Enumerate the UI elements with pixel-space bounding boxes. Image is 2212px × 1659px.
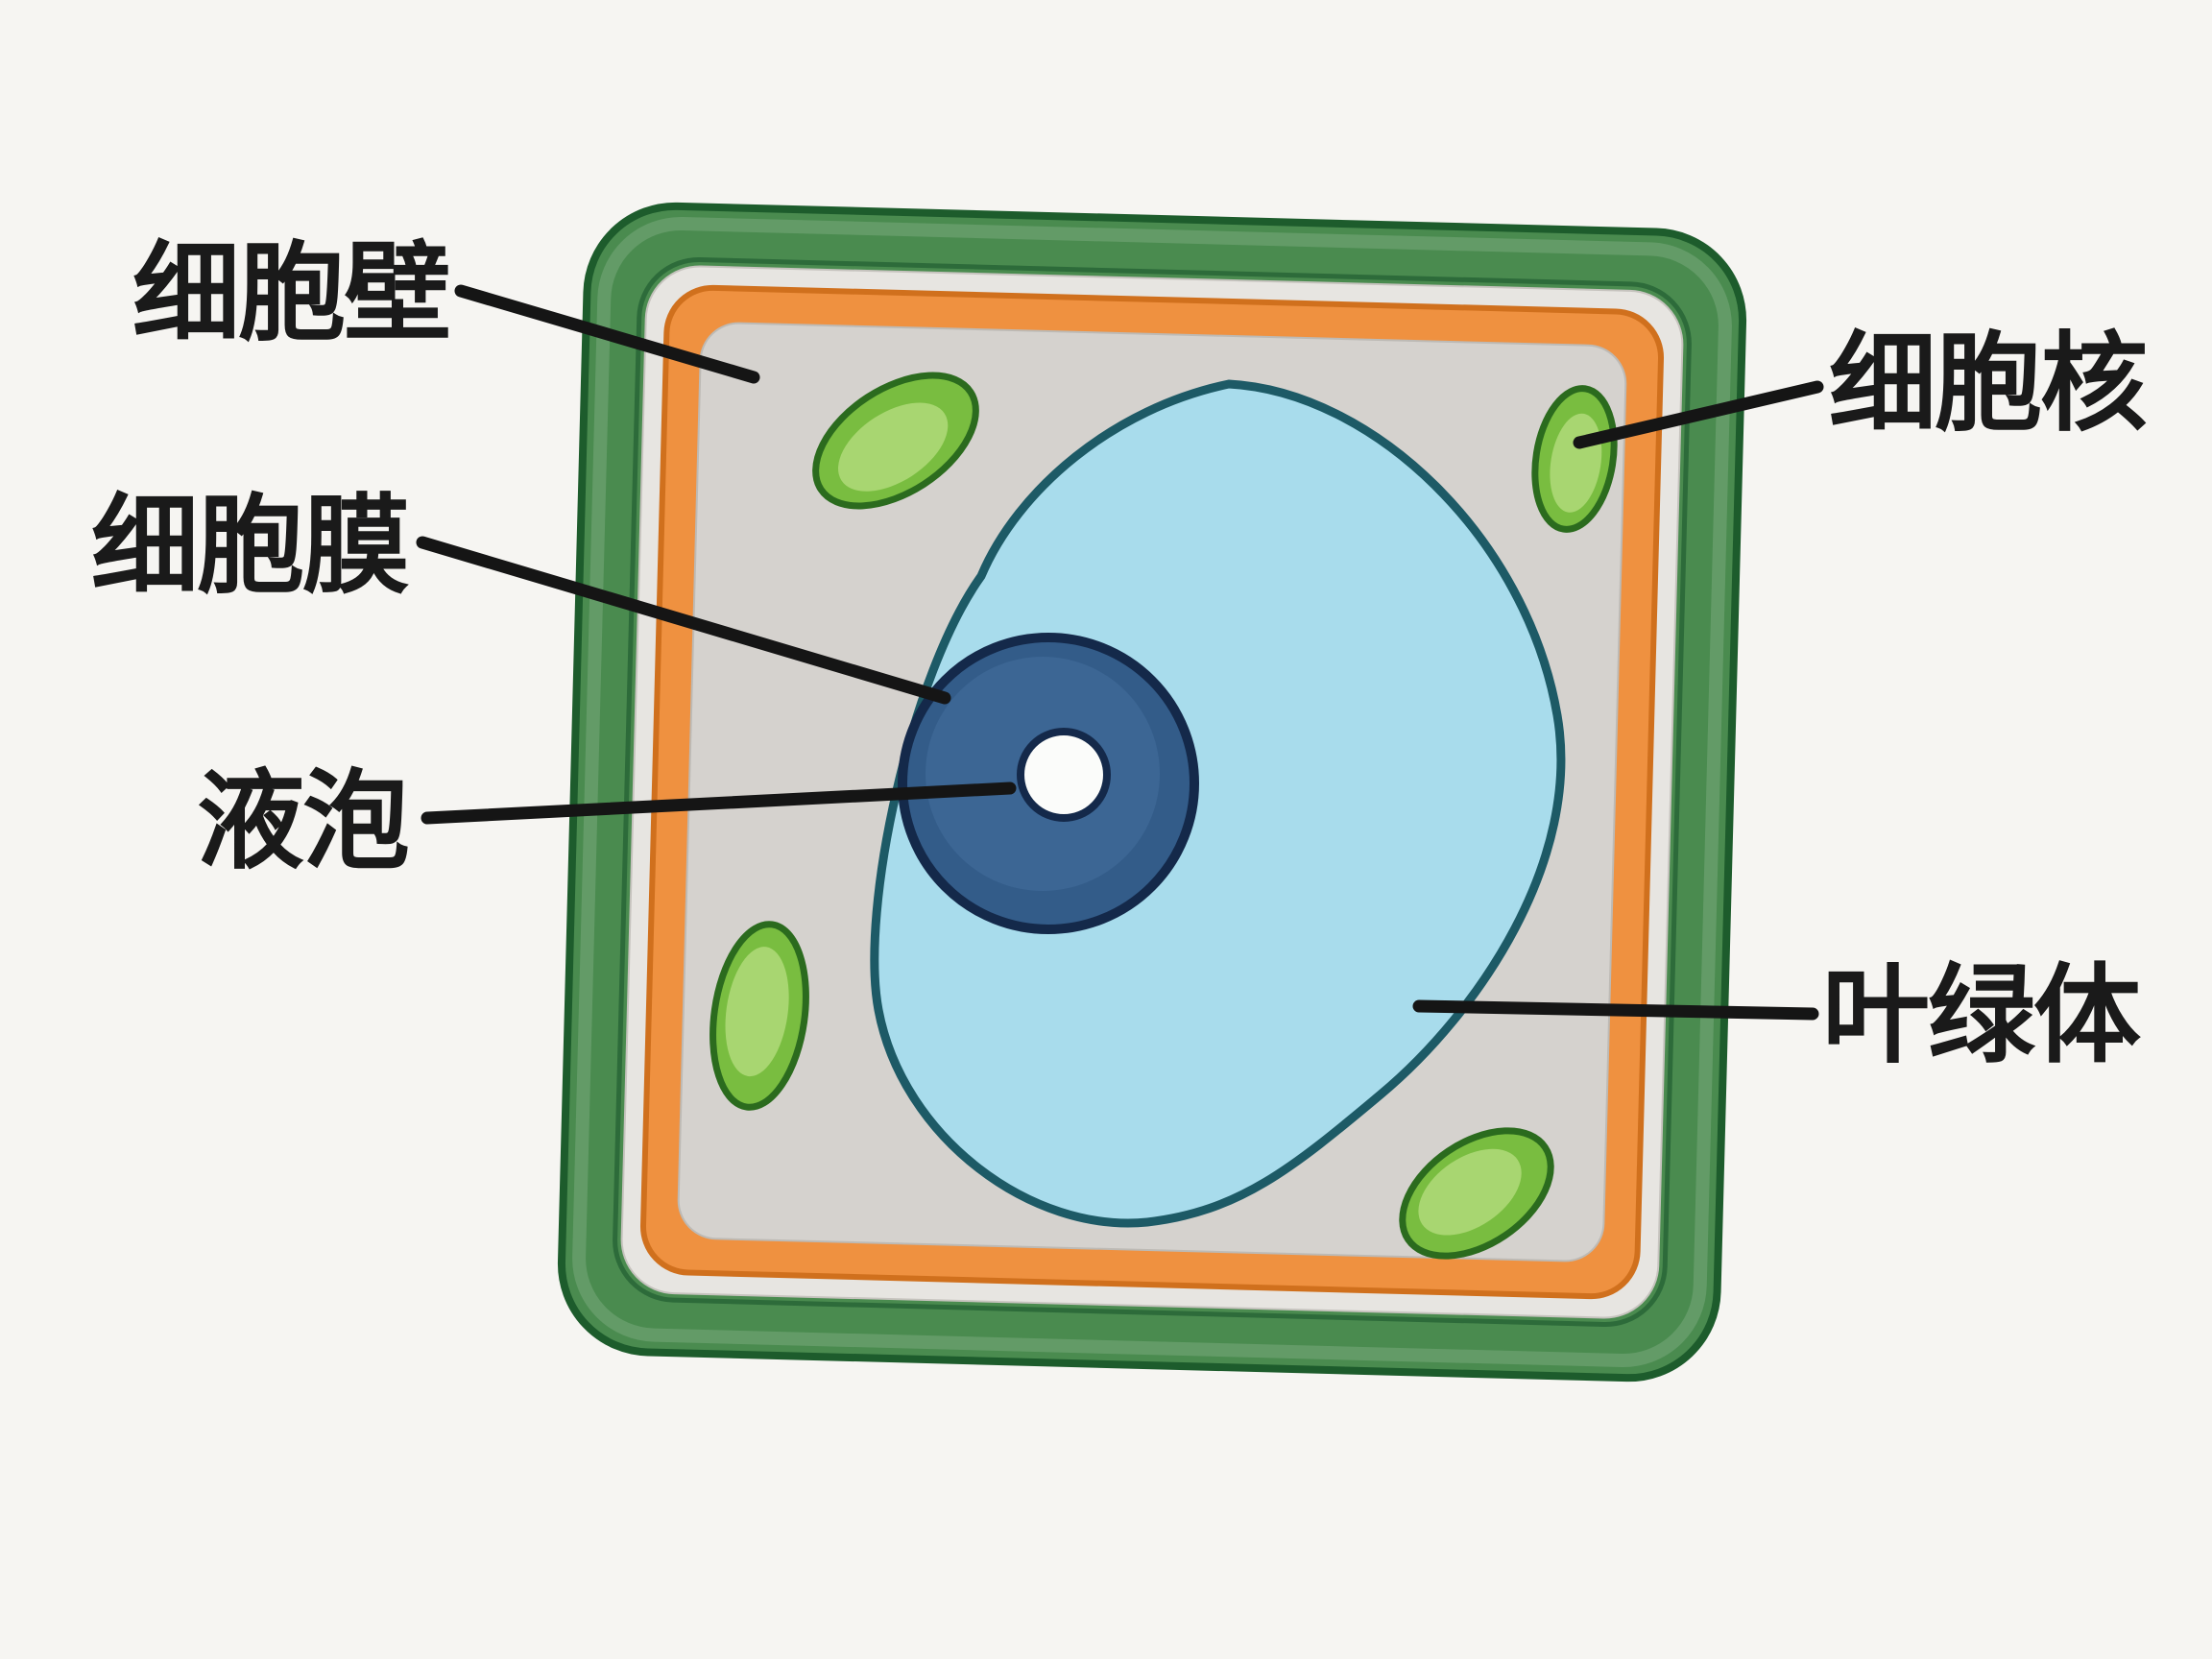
chloroplast-top-left (812, 372, 979, 510)
label-cell-wall: 细胞壁 (132, 233, 451, 353)
cell-wall-inner-edge (613, 256, 1692, 1328)
pointer-line-chloroplast (1412, 999, 1819, 1021)
pointer-line-cell-membrane (416, 536, 951, 705)
chloroplast-bottom-right (1399, 1127, 1554, 1260)
chloroplast-stroma (1418, 1148, 1522, 1236)
pointer-line-vacuole (421, 781, 1017, 825)
label-nucleus: 细胞核 (1829, 324, 2148, 444)
label-chloroplast: 叶绿体 (1822, 955, 2141, 1075)
chloroplast-bottom-left (709, 921, 809, 1111)
label-vacuole: 液泡 (197, 761, 410, 881)
pointer-line-cell-wall (454, 284, 760, 384)
label-cell-membrane: 细胞膜 (91, 486, 410, 606)
chloroplast-stroma (838, 402, 949, 492)
cell-wall-highlight (572, 216, 1732, 1368)
nucleolus-shape (1017, 728, 1111, 822)
chloroplast-stroma (725, 947, 789, 1077)
pointer-line-nucleus (1573, 380, 1824, 449)
vacuole-shape (870, 379, 1566, 1228)
